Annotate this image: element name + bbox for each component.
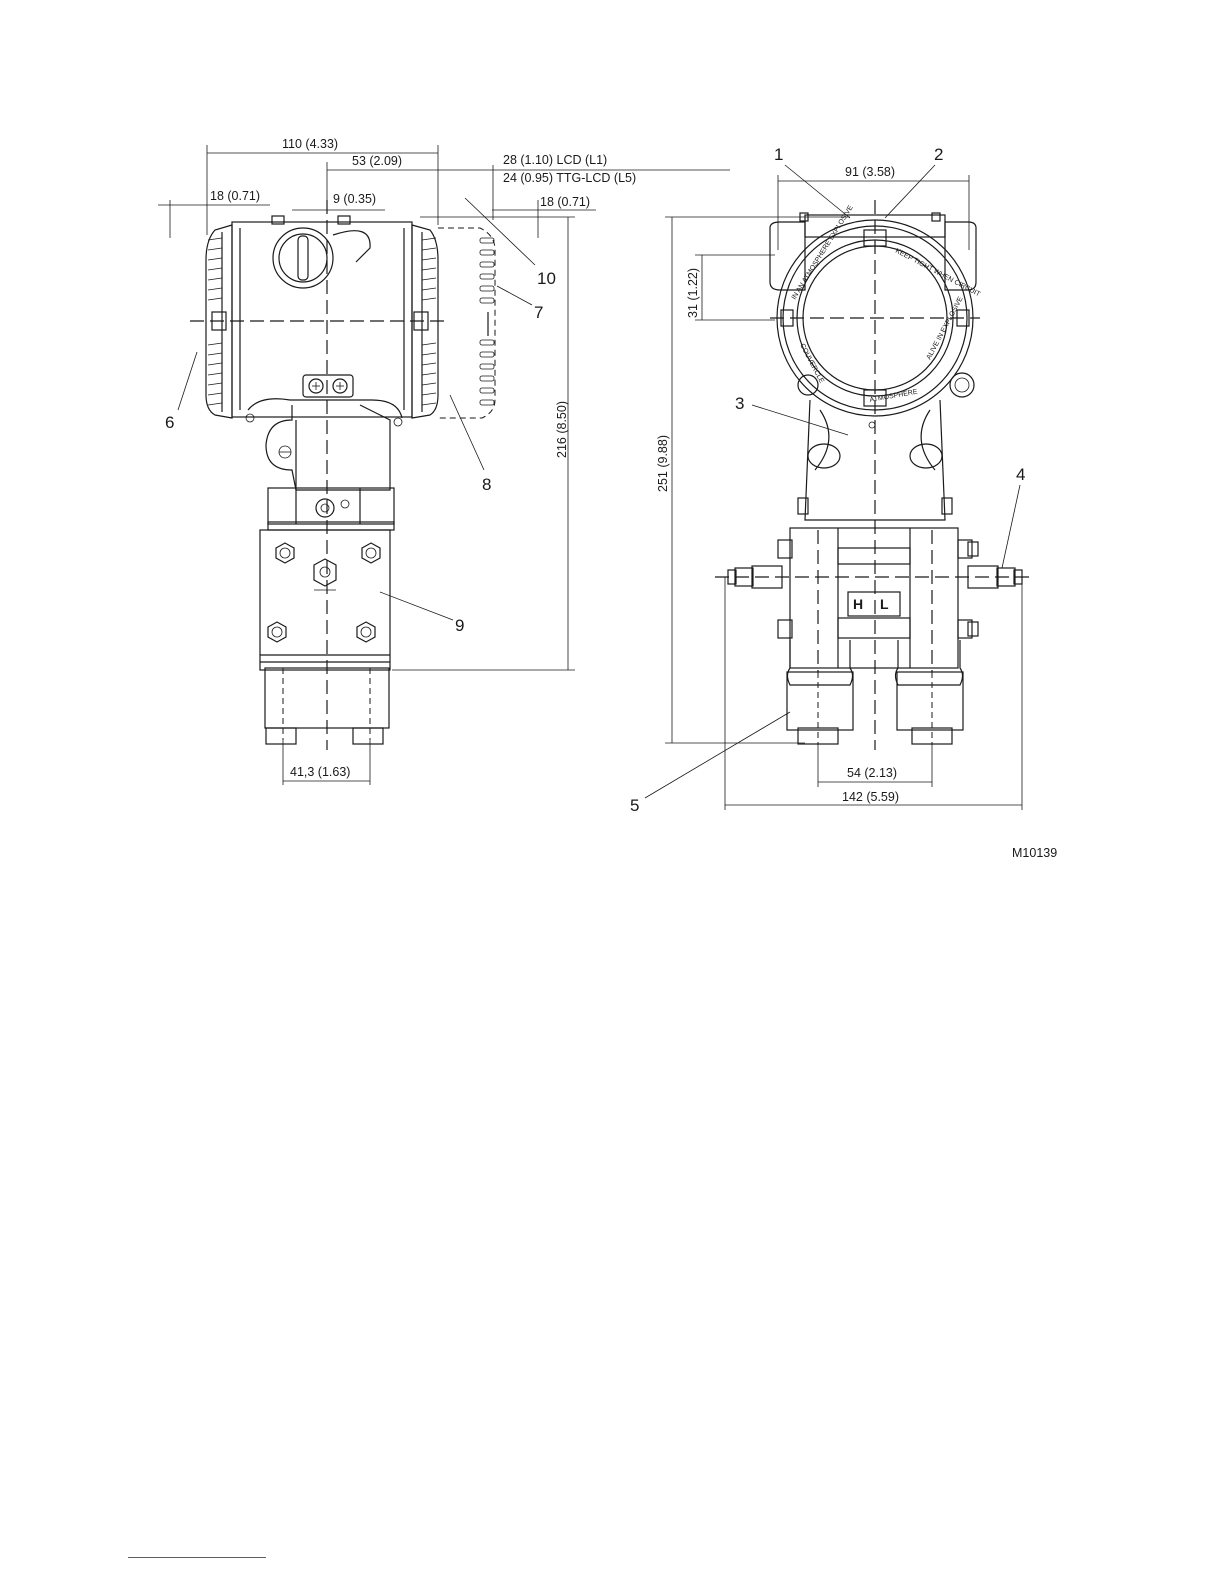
cover-text: ATMOSPHERE [869,389,918,404]
dim-label: 91 (3.58) [845,165,895,179]
dim-label: 24 (0.95) TTG-LCD (L5) [503,171,636,185]
footer-rule [128,1557,266,1558]
dim-label: 54 (2.13) [847,766,897,780]
callout-1: 1 [774,145,783,164]
label-l: L [880,596,889,612]
callout-8: 8 [482,475,491,494]
dim-overall-width: 110 (4.33) [207,137,438,235]
flange-block [260,530,390,670]
dim-label: 251 (9.88) [656,435,670,492]
dim-label: 142 (5.59) [842,790,899,804]
dim-window-offset: 9 (0.35) [292,192,385,210]
callout-3: 3 [735,394,744,413]
neck-adapter [266,405,394,530]
dim-label: 216 (8.50) [555,401,569,458]
dim-flange-spacing: 54 (2.13) [818,745,932,787]
dim-label: 9 (0.35) [333,192,376,206]
front-view: 91 (3.58) 31 (1.22) 251 (9.88) [630,145,1035,815]
dim-label: 110 (4.33) [282,137,338,151]
callout-2: 2 [934,145,943,164]
figure-id: M10139 [1012,846,1057,860]
label-h: H [853,596,863,612]
right-cover [412,225,495,418]
cover-text: COUVERCLE [798,343,825,385]
callout-4: 4 [1016,465,1025,484]
callout-7: 7 [534,303,543,322]
callout-10: 10 [537,269,556,288]
dim-label: 53 (2.09) [352,154,402,168]
cover-text: KEEP TIGHT WHEN CIRCUIT [894,248,982,299]
dim-label: 18 (0.71) [210,189,260,203]
dim-label: 31 (1.22) [686,268,700,318]
housing-front: KEEP TIGHT WHEN CIRCUIT ALIVE IN EXPLOSI… [770,204,982,416]
side-view: 110 (4.33) 53 (2.09) 28 (1.10) LCD (L1) … [158,137,730,785]
dim-right-cover: 18 (0.71) [492,195,596,238]
callout-5: 5 [630,796,639,815]
dim-label: 28 (1.10) LCD (L1) [503,153,607,167]
callout-6: 6 [165,413,174,432]
dim-window-offset-front: 31 (1.22) [686,255,775,320]
dim-label: 18 (0.71) [540,195,590,209]
dim-label: 41,3 (1.63) [290,765,350,779]
callout-9: 9 [455,616,464,635]
